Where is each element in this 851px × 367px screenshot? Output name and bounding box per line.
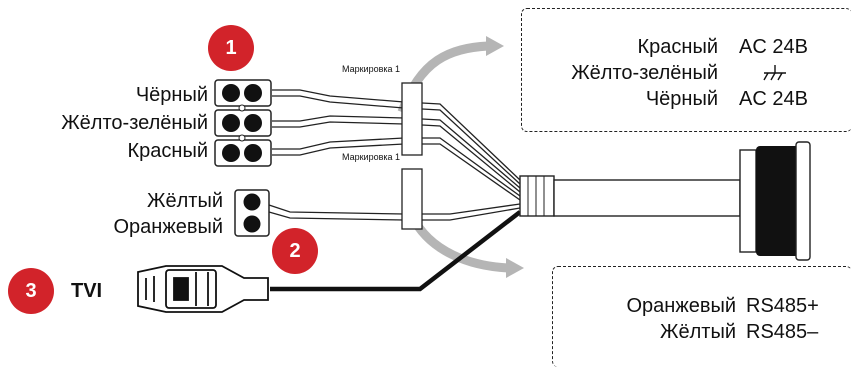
wire-bundle-1 <box>272 89 521 201</box>
power-row-red-color: Красный <box>637 36 719 58</box>
wire-label-yellow: Жёлтый <box>147 190 223 212</box>
badge-2: 2 <box>272 228 318 274</box>
badge-3: 3 <box>8 268 54 314</box>
power-row-black-color: Чёрный <box>645 88 718 110</box>
rs485-row-orange-color: Оранжевый <box>626 295 736 317</box>
wire-bundle-2 <box>268 203 521 221</box>
badge-1: 1 <box>208 25 254 71</box>
tvi-plug <box>137 265 269 313</box>
power-connector <box>214 79 272 167</box>
arrow-head-bottom <box>506 258 524 278</box>
tvi-cable <box>270 210 522 292</box>
wire-label-red: Красный <box>127 140 209 162</box>
rs485-connector <box>234 189 270 237</box>
marking-label-2: Маркировка 1 <box>342 152 401 162</box>
power-info-box <box>521 8 851 132</box>
rs485-info-box <box>552 266 851 367</box>
marking-label-1: Маркировка 1 <box>342 64 401 74</box>
wire-label-yellow-green: Жёлто-зелёный <box>61 112 208 134</box>
power-row-red-value: AC 24B <box>739 36 808 58</box>
marking-sleeve-1 <box>401 82 423 156</box>
cable-diagram <box>137 36 811 313</box>
rs485-row-yellow-value: RS485– <box>746 321 819 343</box>
marking-sleeve-2 <box>401 168 423 230</box>
tvi-label: TVI <box>71 280 103 302</box>
wire-label-black: Чёрный <box>135 84 208 106</box>
ground-icon <box>763 65 786 81</box>
power-row-black-value: AC 24B <box>739 88 808 110</box>
rs485-row-orange-value: RS485+ <box>746 295 819 317</box>
rs485-row-yellow-color: Жёлтый <box>660 321 736 343</box>
wire-label-orange: Оранжевый <box>113 216 223 238</box>
main-cable <box>519 141 811 261</box>
power-row-ground-color: Жёлто-зелёный <box>571 62 718 84</box>
arrow-head-top <box>486 36 504 56</box>
